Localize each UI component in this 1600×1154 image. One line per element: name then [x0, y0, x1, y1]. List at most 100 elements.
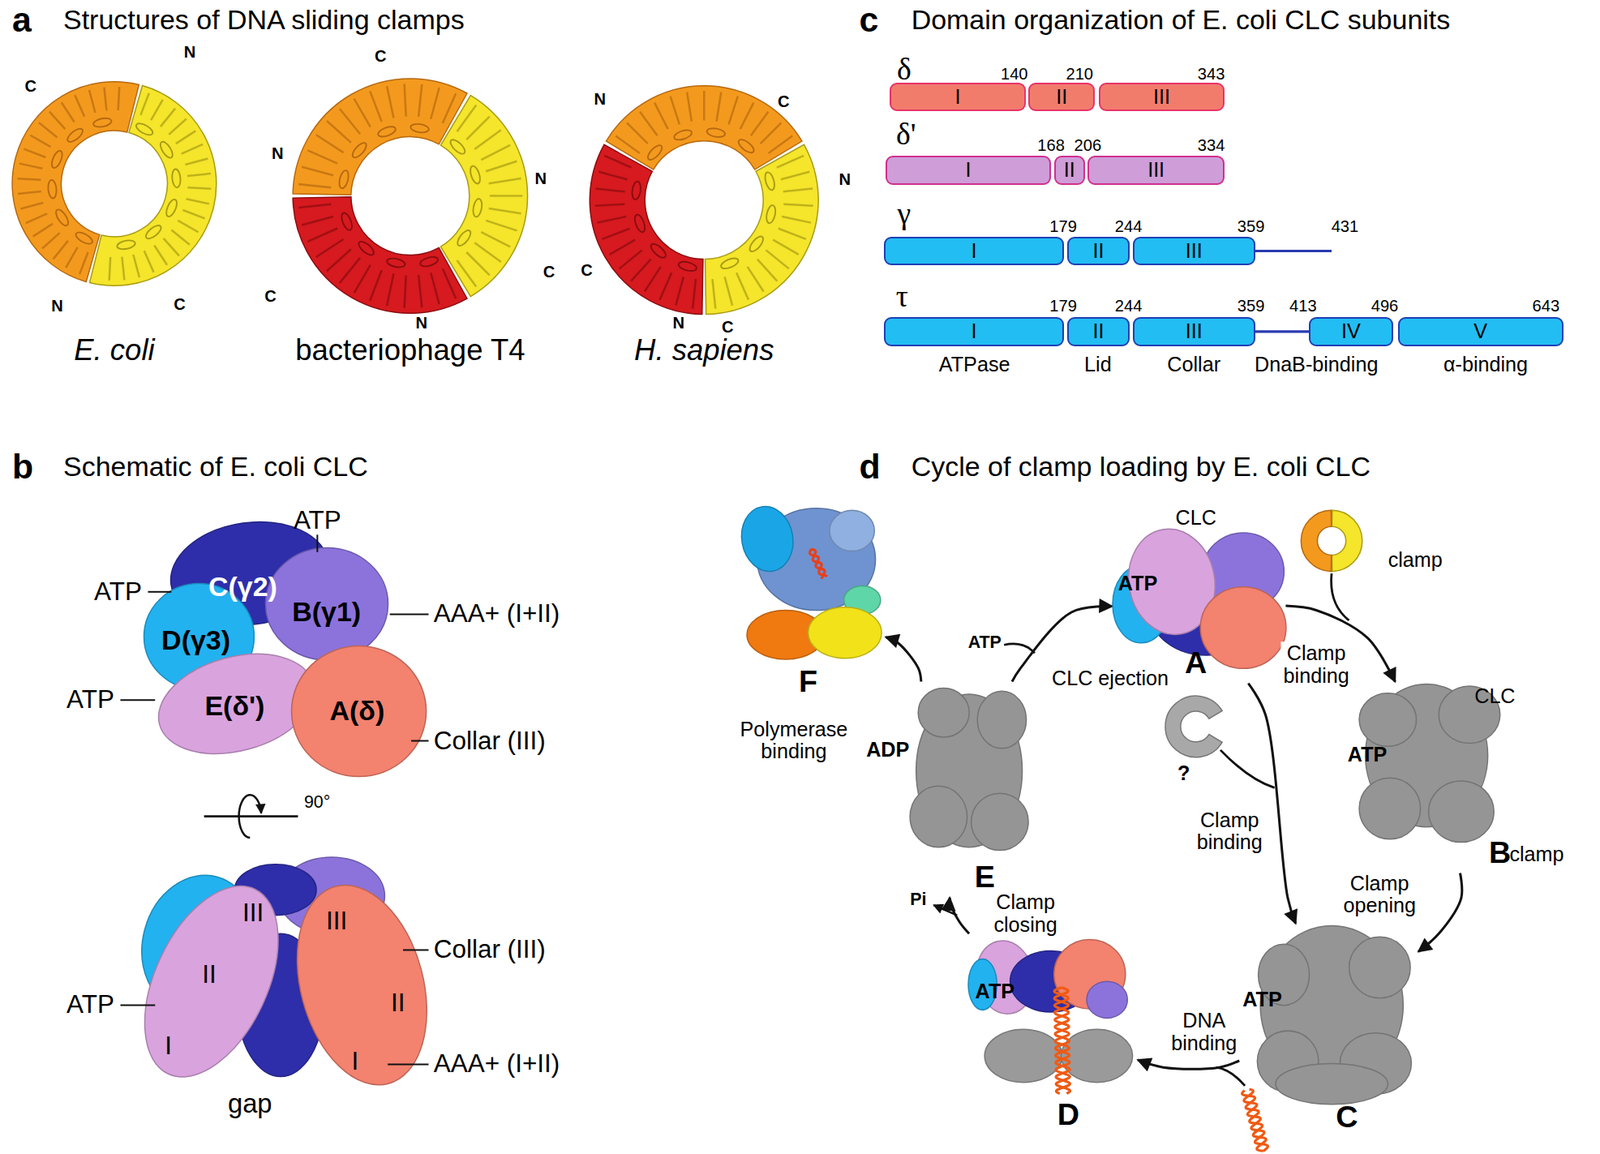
beta-strand — [301, 216, 334, 225]
residue-number: 359 — [1237, 217, 1266, 236]
beta-strand — [724, 276, 733, 305]
beta-strand — [466, 116, 490, 140]
beta-strand — [778, 228, 807, 240]
terminus-label: C — [580, 261, 593, 279]
state-label: ATP — [1118, 572, 1158, 596]
beta-strand — [65, 247, 78, 268]
state-label: clamp — [1509, 844, 1564, 867]
residue-number: 179 — [1049, 296, 1077, 315]
beta-strand — [626, 122, 648, 144]
beta-strand — [750, 111, 768, 137]
domain-numeral: I — [954, 85, 961, 109]
domain-numeral: II — [1093, 240, 1105, 263]
transition-label: Polymerase binding — [737, 717, 851, 764]
subunit-symbol: δ — [896, 52, 912, 87]
domain-numeral: III — [326, 907, 348, 936]
residue-number: 359 — [1237, 296, 1266, 315]
beta-strand — [489, 194, 523, 198]
clamp-subunit — [704, 144, 819, 314]
beta-strand — [489, 178, 522, 184]
beta-strand — [598, 171, 627, 180]
beta-strand — [760, 122, 782, 144]
illustration — [12, 78, 1363, 1151]
beta-strand — [768, 135, 794, 153]
transition-arrow — [1248, 683, 1296, 924]
blob-shape — [1346, 682, 1567, 868]
panel-heading: Cycle of clamp loading by E. coli CLC — [911, 452, 1371, 483]
domain-bar: III — [1132, 236, 1256, 266]
leader-line — [120, 699, 155, 701]
domain-numeral: I — [971, 320, 978, 344]
subunit-blob — [1086, 981, 1128, 1018]
beta-strand — [316, 134, 344, 153]
domain-numeral: I — [971, 240, 978, 263]
leader-line — [390, 613, 429, 615]
beta-strand — [326, 120, 352, 143]
beta-strand — [25, 213, 48, 224]
domain-bar: I — [883, 317, 1065, 347]
terminus-label: N — [535, 169, 548, 188]
terminus-label: C — [374, 47, 387, 65]
beta-strand — [140, 93, 149, 116]
beta-strand — [644, 266, 661, 292]
alpha-helix — [158, 139, 176, 159]
beta-strand — [121, 257, 125, 281]
beta-strand — [781, 216, 811, 224]
beta-strand — [783, 204, 813, 206]
terminus-label: C — [721, 317, 734, 336]
alpha-helix — [736, 137, 756, 155]
subunit-blob: A(δ) — [289, 643, 429, 779]
alpha-helix — [454, 227, 473, 248]
transition-label: Clamp binding — [1281, 642, 1352, 689]
alpha-helix — [143, 223, 164, 241]
domain-numeral: I — [164, 1031, 172, 1060]
alpha-helix — [73, 230, 95, 247]
alpha-helix — [171, 168, 181, 188]
beta-strand — [187, 187, 211, 189]
subunit-blob — [1359, 692, 1416, 746]
alpha-helix — [645, 142, 665, 162]
clamp-subunit — [589, 144, 704, 314]
beta-strand — [457, 260, 477, 288]
residue-number: 334 — [1197, 136, 1226, 155]
callout-label: ATP — [293, 506, 342, 535]
beta-strand — [326, 248, 352, 271]
clamp-structure — [1300, 510, 1362, 571]
panel-letter: c — [858, 1, 879, 40]
callout-label: Collar (III) — [433, 726, 546, 755]
beta-strand — [186, 198, 210, 204]
domain-name: α-binding — [1443, 354, 1528, 378]
subunit-blob — [909, 785, 967, 847]
residue-number: 244 — [1115, 217, 1143, 236]
domain-numeral: II — [1063, 158, 1076, 182]
beta-strand — [369, 90, 382, 122]
beta-strand — [675, 276, 683, 305]
beta-strand — [772, 240, 799, 255]
beta-strand — [168, 119, 187, 135]
beta-strand — [474, 129, 502, 150]
beta-strand — [615, 135, 640, 153]
alpha-helix — [53, 207, 71, 228]
joining-line — [1220, 750, 1275, 789]
subunit-name: B(γ1) — [291, 596, 361, 627]
clamp-subunit — [440, 95, 528, 297]
clamp-subunit — [1331, 510, 1362, 571]
subunit-blob — [829, 510, 875, 551]
clamp-subunit — [605, 85, 803, 170]
beta-strand — [369, 270, 382, 301]
subunit-blob — [984, 1029, 1063, 1083]
blob-shape — [1239, 923, 1419, 1133]
beta-strand — [604, 155, 631, 168]
beta-strand — [765, 249, 789, 269]
transition-label: DNA binding — [1168, 1009, 1240, 1056]
domain-numeral: III — [1147, 158, 1165, 182]
state-label: ATP — [975, 980, 1015, 1004]
beta-strand — [595, 188, 625, 193]
beta-strand — [485, 220, 517, 231]
beta-strand — [457, 105, 477, 133]
dna-strand — [810, 549, 828, 577]
beta-strand — [474, 242, 502, 262]
beta-strand — [103, 87, 107, 112]
beta-strand — [639, 111, 657, 137]
leader-line — [316, 534, 318, 552]
